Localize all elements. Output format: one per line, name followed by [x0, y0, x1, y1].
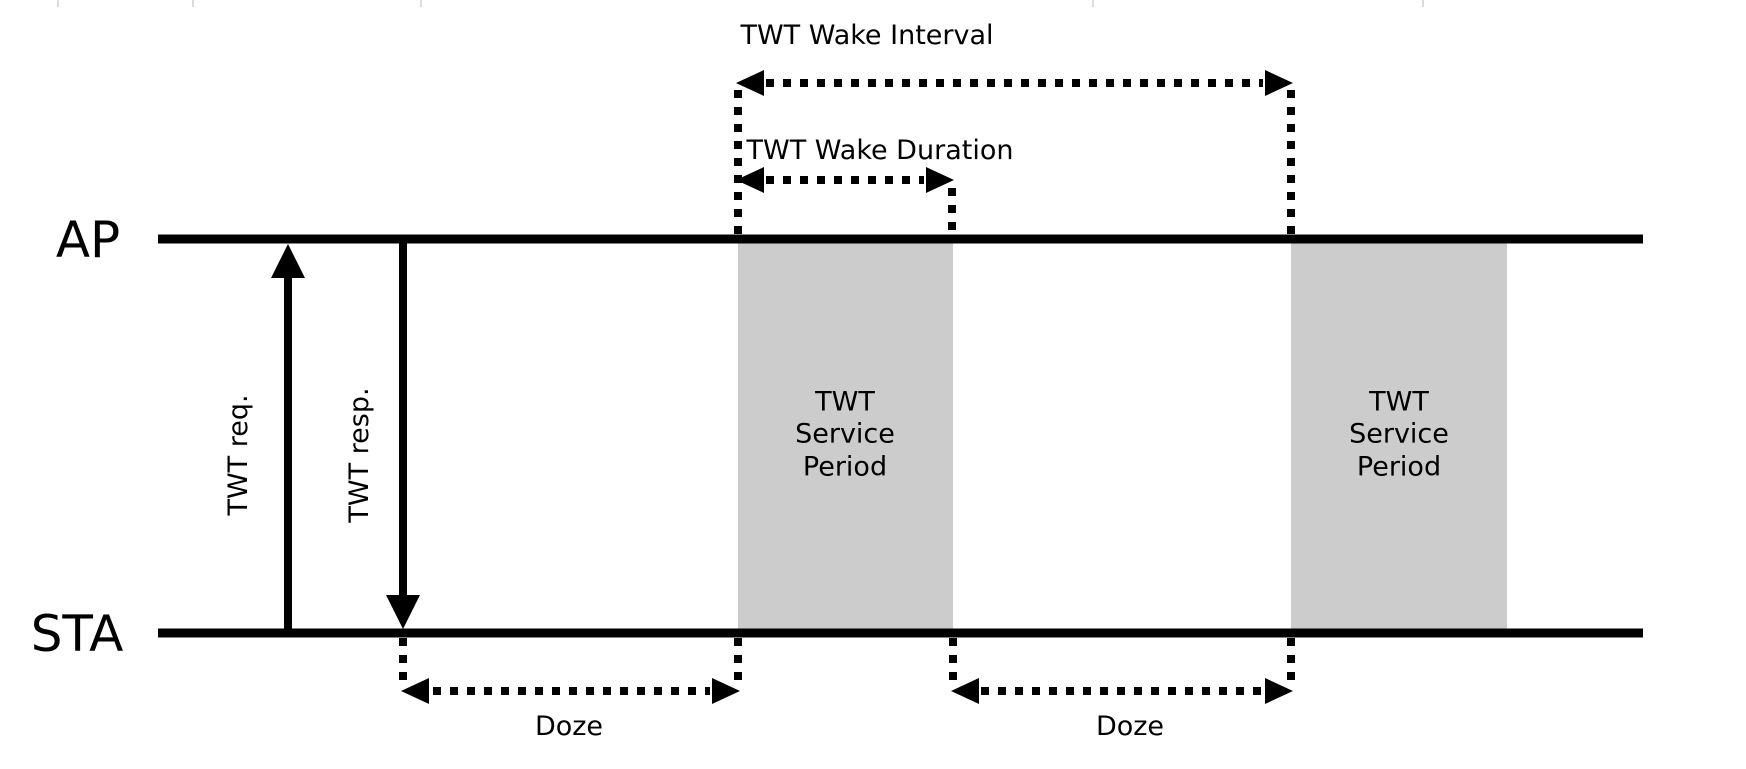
- top-edge-ticks: [57, 0, 1424, 7]
- doze1-label: Doze: [534, 710, 604, 742]
- doze2-left-arrowhead: [951, 678, 979, 704]
- doze2-right-arrowhead: [1265, 678, 1293, 704]
- twt-req-arrowhead: [271, 244, 305, 278]
- sta-actor-label: STA: [30, 605, 124, 663]
- wake-interval-right-arrowhead: [1265, 70, 1293, 96]
- doze2-label: Doze: [1095, 710, 1165, 742]
- service-period-label-2: TWT Service Period: [1349, 386, 1449, 483]
- wake-duration-left-arrowhead: [736, 167, 764, 193]
- twt-resp-label: TWT resp.: [343, 387, 375, 523]
- ap-actor-label: AP: [55, 211, 121, 269]
- service-period-box-1: [738, 239, 953, 633]
- wake-duration-label: TWT Wake Duration: [746, 134, 1014, 166]
- doze1-right-arrowhead: [712, 678, 740, 704]
- twt-req-label: TWT req.: [222, 394, 254, 516]
- doze1-left-arrowhead: [401, 678, 429, 704]
- wake-interval-label: TWT Wake Interval: [740, 19, 994, 51]
- wake-interval-left-arrowhead: [736, 70, 764, 96]
- service-period-box-2: [1291, 239, 1507, 633]
- wake-duration-right-arrowhead: [926, 167, 954, 193]
- twt-resp-arrowhead: [386, 595, 420, 629]
- service-period-label-1: TWT Service Period: [795, 386, 895, 483]
